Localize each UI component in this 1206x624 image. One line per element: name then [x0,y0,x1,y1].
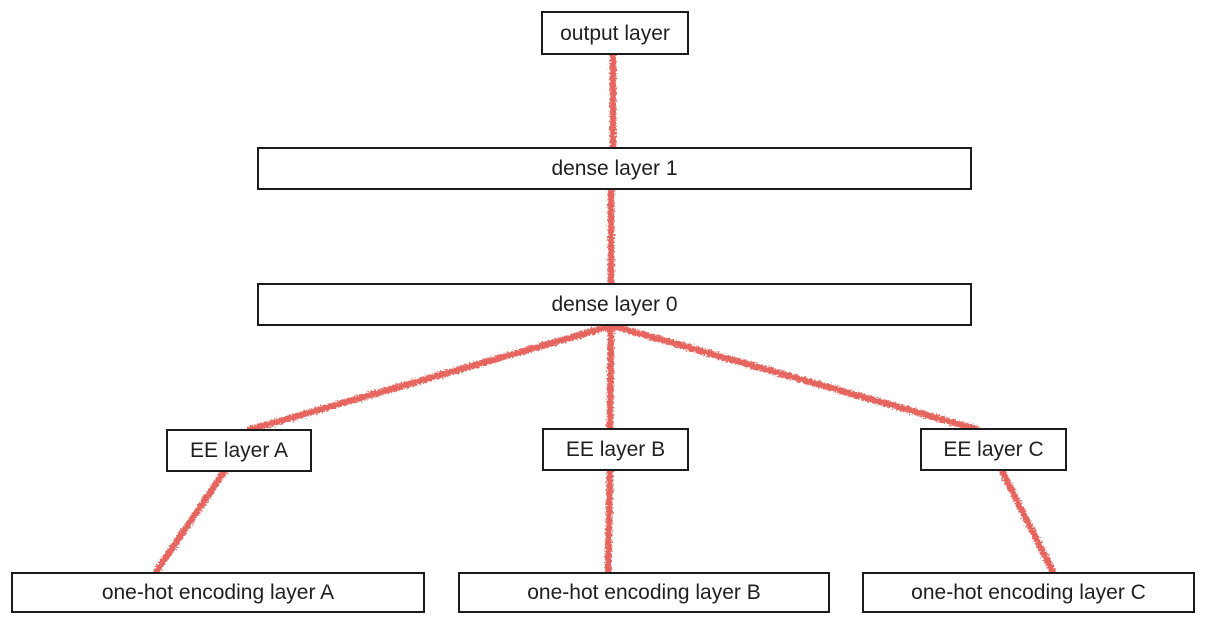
node-ee-layer-b: EE layer B [542,428,689,471]
edge-eeB-dense0 [606,322,615,432]
edge-eeC-dense0 [609,322,980,433]
node-ee-layer-a: EE layer A [166,429,312,472]
node-dense-layer-0: dense layer 0 [257,283,972,326]
node-output-layer: output layer [541,11,689,55]
edge-eeA-dense0 [245,322,615,434]
node-ee-layer-c: EE layer C [920,428,1067,471]
node-dense-layer-1: dense layer 1 [257,147,972,190]
node-one-hot-encoding-layer-a: one-hot encoding layer A [11,572,425,613]
node-one-hot-encoding-layer-b: one-hot encoding layer B [458,572,830,613]
edge-onehotB-eeB [604,467,614,576]
edge-onehotC-eeC [998,467,1057,576]
node-one-hot-encoding-layer-c: one-hot encoding layer C [862,572,1195,613]
edge-onehotA-eeA [152,468,228,576]
